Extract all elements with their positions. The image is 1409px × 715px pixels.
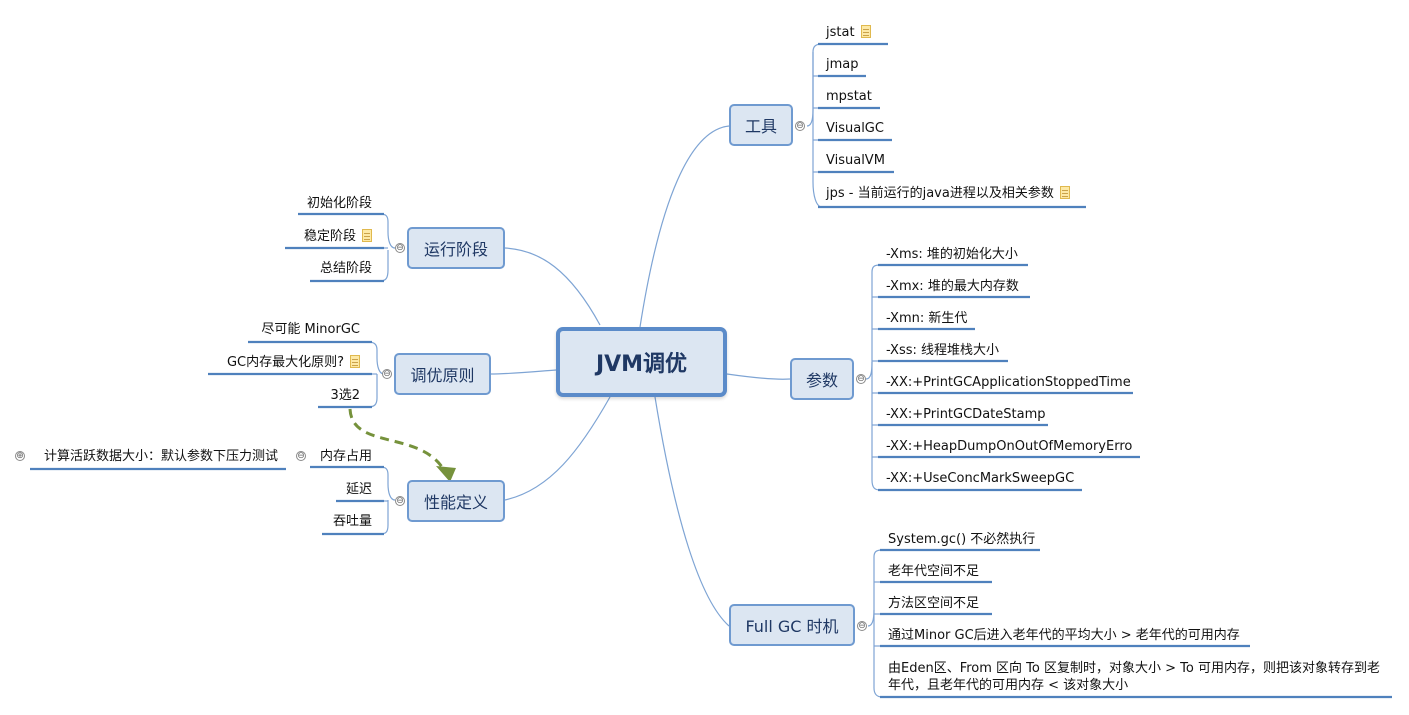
relationship-arrow[interactable] (348, 408, 456, 482)
tool-item[interactable]: jmap (826, 57, 859, 72)
topic-perf[interactable]: 性能定义 (407, 480, 505, 522)
param-item[interactable]: -XX:+PrintGCDateStamp (886, 407, 1046, 422)
note-icon[interactable] (1059, 186, 1070, 199)
perf-item[interactable]: 吞吐量 (332, 514, 372, 529)
topic-tools[interactable]: 工具 (729, 104, 793, 146)
param-item[interactable]: -XX:+HeapDumpOnOutOfMemoryErro (886, 439, 1133, 454)
perf-subitem[interactable]: 计算活跃数据大小：默认参数下压力测试 (43, 449, 278, 464)
note-icon[interactable] (860, 25, 871, 38)
fullgc-item[interactable]: 由Eden区、From 区向 To 区复制时，对象大小 > To 可用内存，则把… (888, 661, 1380, 693)
fullgc-item[interactable]: 方法区空间不足 (888, 596, 980, 611)
collapse-params-icon[interactable]: ⊖ (856, 374, 866, 384)
collapse-memory-icon[interactable]: ⊖ (296, 451, 306, 461)
topic-run-label: 运行阶段 (423, 240, 488, 259)
topic-run[interactable]: 运行阶段 (407, 227, 505, 269)
tool-item[interactable]: VisualGC (826, 121, 884, 136)
run-item[interactable]: 初始化阶段 (306, 196, 372, 211)
principle-item[interactable]: 3选2 (330, 388, 360, 403)
param-item[interactable]: -Xss: 线程堆栈大小 (886, 343, 1000, 358)
param-item[interactable]: -Xmx: 堆的最大内存数 (886, 279, 1019, 294)
collapse-fullgc-icon[interactable]: ⊖ (857, 621, 867, 631)
leaf-underlines (30, 42, 1392, 699)
tool-item[interactable]: VisualVM (826, 153, 885, 168)
topic-principle[interactable]: 调优原则 (394, 353, 491, 395)
param-item[interactable]: -XX:+PrintGCApplicationStoppedTime (886, 375, 1131, 390)
topic-params[interactable]: 参数 (790, 358, 854, 400)
run-item[interactable]: 稳定阶段 (260, 229, 380, 245)
param-item[interactable]: -Xmn: 新生代 (886, 311, 968, 326)
param-item[interactable]: -XX:+UseConcMarkSweepGC (886, 471, 1075, 486)
principle-item[interactable]: 尽可能 MinorGC (261, 322, 360, 337)
run-item[interactable]: 总结阶段 (319, 261, 372, 276)
fullgc-item[interactable]: System.gc() 不必然执行 (888, 532, 1036, 547)
principle-item[interactable]: GC内存最大化原则? (180, 355, 368, 371)
collapse-tools-icon[interactable]: ⊖ (795, 121, 805, 131)
note-icon[interactable] (350, 355, 360, 368)
perf-item[interactable]: 延迟 (345, 482, 372, 497)
topic-fullgc-label: Full GC 时机 (745, 617, 839, 636)
topic-params-label: 参数 (805, 371, 838, 390)
collapse-perf-icon[interactable]: ⊖ (395, 496, 405, 506)
tool-item[interactable]: mpstat (826, 89, 872, 104)
tool-item[interactable]: jstat (818, 25, 871, 41)
expand-subitem-icon[interactable]: ⊕ (15, 451, 25, 461)
topic-principle-label: 调优原则 (410, 366, 475, 385)
fullgc-item[interactable]: 老年代空间不足 (888, 564, 980, 579)
collapse-principle-icon[interactable]: ⊖ (382, 369, 392, 379)
fullgc-item[interactable]: 通过Minor GC后进入老年代的平均大小 > 老年代的可用内存 (888, 628, 1240, 643)
topic-fullgc[interactable]: Full GC 时机 (729, 604, 855, 646)
tool-item[interactable]: jps - 当前运行的java进程以及相关参数 (818, 186, 1070, 202)
collapse-run-icon[interactable]: ⊖ (395, 243, 405, 253)
branch-curves (489, 125, 791, 627)
central-topic-label: JVM调优 (595, 352, 688, 377)
topic-tools-label: 工具 (744, 117, 777, 136)
central-topic[interactable]: JVM调优 (556, 327, 727, 397)
perf-item[interactable]: 内存占用 (319, 449, 372, 464)
topic-perf-label: 性能定义 (423, 493, 488, 512)
note-icon[interactable] (362, 229, 372, 242)
param-item[interactable]: -Xms: 堆的初始化大小 (886, 247, 1018, 262)
